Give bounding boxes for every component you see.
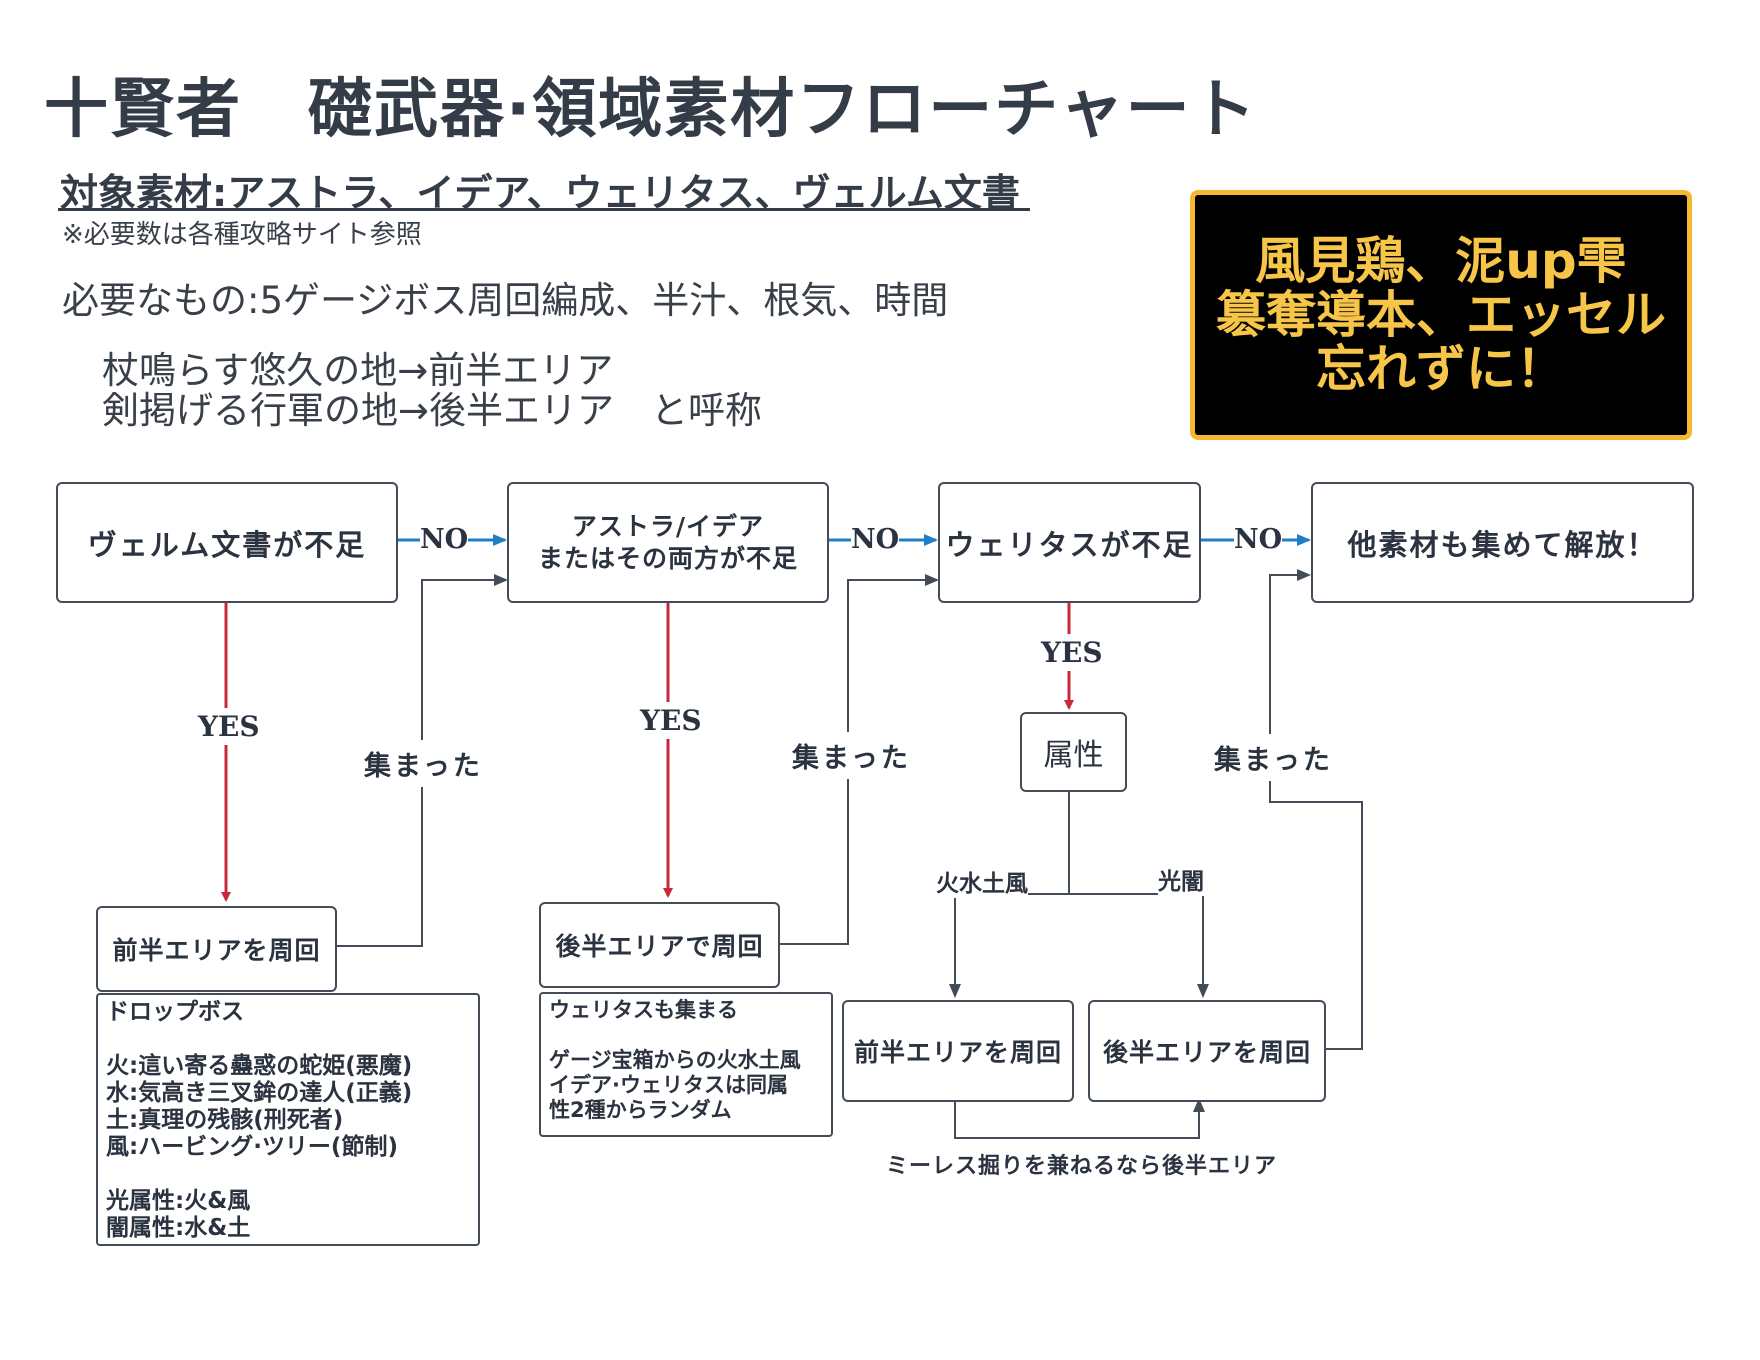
drop-line: 風:ハービング·ツリー(節制) <box>106 1134 398 1160</box>
node-farm-second-area-2: 後半エリアを周回 <box>1088 1000 1326 1102</box>
collected-label-1: 集まった <box>364 740 483 787</box>
no-label-1: NO <box>420 524 469 555</box>
collected-label-2: 集まった <box>792 732 911 779</box>
reminder-callout: 風見鶏、泥up雫 簒奪導本、エッセル 忘れずに！ <box>1190 190 1692 440</box>
node-veritas-label: ウェリタスが不足 <box>945 527 1194 562</box>
alias-line-2: 剣掲げる行軍の地→後半エリア と呼称 <box>102 389 763 432</box>
node-farm-second-area: 後半エリアで周回 <box>539 902 780 988</box>
drop-line: 光属性:火&風 <box>106 1188 251 1214</box>
drop-line: 土:真理の残骸(刑死者) <box>106 1107 344 1133</box>
veritas-line: 性2種からランダム <box>549 1098 732 1122</box>
veritas-line: ウェリタスも集まる <box>549 998 738 1022</box>
collected-loop-3 <box>1269 569 1363 1050</box>
veritas-line: ゲージ宝箱からの火水土風 <box>549 1048 801 1072</box>
reference-note: ※必要数は各種攻略サイト参照 <box>62 220 422 250</box>
node-farm-second-2-label: 後半エリアを周回 <box>1102 1038 1311 1067</box>
node-farm-first-area: 前半エリアを周回 <box>96 906 337 992</box>
callout-line-3: 忘れずに！ <box>1316 340 1566 398</box>
bottom-connector <box>954 1098 1205 1139</box>
bottom-note: ミーレス掘りを兼ねるなら後半エリア <box>886 1148 1278 1180</box>
veritas-line: イデア·ウェリタスは同属 <box>549 1073 788 1097</box>
branch-label-right: 光闇 <box>1158 862 1204 896</box>
node-farm-first-2-label: 前半エリアを周回 <box>853 1038 1062 1067</box>
node-unlock: 他素材も集めて解放！ <box>1311 482 1694 603</box>
node-astra-label-1: アストラ/イデア <box>571 511 765 541</box>
page-title: 十賢者 礎武器·領域素材フローチャート <box>44 73 1258 147</box>
node-element-label: 属性 <box>1043 738 1104 773</box>
node-vellum-short: ヴェルム文書が不足 <box>56 482 398 603</box>
drop-line: ドロップボス <box>106 999 244 1025</box>
alias-line-1: 杖鳴らす悠久の地→前半エリア <box>102 349 614 392</box>
drop-line: 水:気高き三叉鉾の達人(正義) <box>106 1080 413 1106</box>
node-unlock-label: 他素材も集めて解放！ <box>1347 527 1658 562</box>
branch-left <box>949 893 1069 998</box>
drop-boss-box: ドロップボス 火:這い寄る蠱惑の蛇姫(悪魔) 水:気高き三叉鉾の達人(正義) 土… <box>96 993 480 1246</box>
yes-label-2: YES <box>636 702 706 739</box>
node-element: 属性 <box>1020 712 1127 792</box>
node-farm-second-label: 後半エリアで周回 <box>555 932 764 961</box>
no-label-2: NO <box>851 524 900 555</box>
drop-line: 火:這い寄る蠱惑の蛇姫(悪魔) <box>106 1053 413 1079</box>
node-astra-label-2: またはその両方が不足 <box>537 543 798 573</box>
callout-line-2: 簒奪導本、エッセル <box>1216 286 1666 344</box>
node-veritas-short: ウェリタスが不足 <box>938 482 1201 603</box>
node-farm-first-label: 前半エリアを周回 <box>112 936 321 965</box>
drop-line: 闇属性:水&土 <box>106 1215 251 1241</box>
branch-label-left: 火水土風 <box>936 864 1028 898</box>
no-label-3: NO <box>1234 524 1283 555</box>
node-farm-first-area-2: 前半エリアを周回 <box>842 1000 1074 1102</box>
yes-label-3: YES <box>1037 634 1107 671</box>
veritas-info-box: ウェリタスも集まる ゲージ宝箱からの火水土風 イデア·ウェリタスは同属 性2種か… <box>539 992 833 1137</box>
target-underline <box>58 208 1030 211</box>
node-astra-idea-short: アストラ/イデア またはその両方が不足 <box>507 482 829 603</box>
branch-right <box>1069 893 1209 998</box>
collected-label-3: 集まった <box>1214 734 1333 781</box>
callout-line-1: 風見鶏、泥up雫 <box>1255 232 1627 290</box>
node-vellum-label: ヴェルム文書が不足 <box>87 527 367 562</box>
yes-label-1: YES <box>194 708 264 745</box>
requirements-text: 必要なもの:5ゲージボス周回編成、半汁、根気、時間 <box>62 279 949 322</box>
target-materials: 対象素材:アストラ、イデア、ウェリタス、ヴェルム文書 <box>60 171 1020 215</box>
